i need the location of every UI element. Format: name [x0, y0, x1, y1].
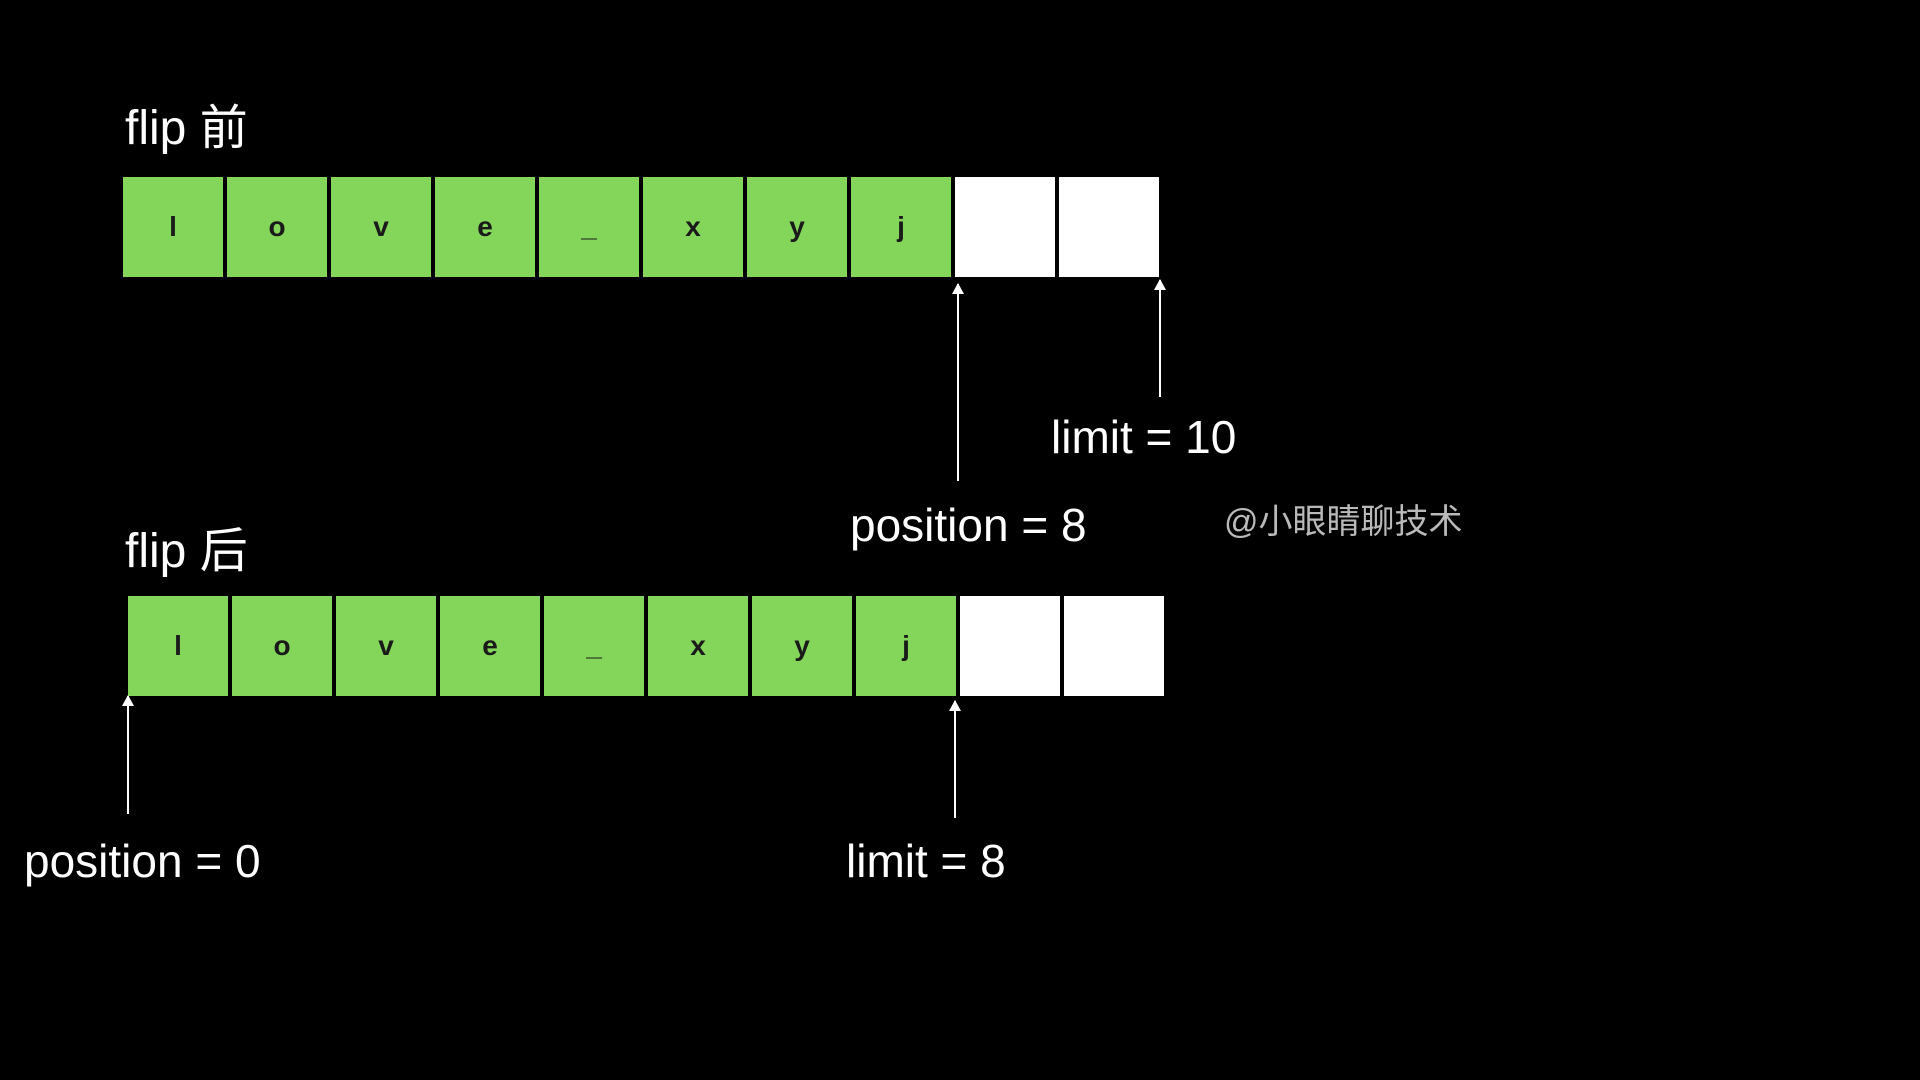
- buffer-cell: o: [232, 596, 332, 696]
- buffer-cell: [960, 596, 1060, 696]
- buffer-cell: x: [648, 596, 748, 696]
- limit-pointer-before-arrow: [1154, 279, 1166, 397]
- limit-pointer-after-arrow: [949, 700, 961, 818]
- before-flip-title: flip 前: [125, 102, 248, 155]
- buffer-cell: [955, 177, 1055, 277]
- position-pointer-before-arrow: [952, 283, 964, 481]
- arrow-up-icon: [949, 700, 961, 711]
- position-label-before: position = 8: [850, 499, 1087, 551]
- buffer-cell: y: [747, 177, 847, 277]
- limit-label-after: limit = 8: [846, 835, 1006, 887]
- buffer-cell: x: [643, 177, 743, 277]
- arrow-up-icon: [122, 695, 134, 706]
- buffer-cell: l: [128, 596, 228, 696]
- buffer-cell: j: [851, 177, 951, 277]
- buffer-cell: _: [544, 596, 644, 696]
- position-label-after: position = 0: [24, 835, 261, 887]
- buffer-cell: y: [752, 596, 852, 696]
- arrow-up-icon: [952, 283, 964, 294]
- watermark: @小眼睛聊技术: [1224, 503, 1463, 541]
- buffer-cell: o: [227, 177, 327, 277]
- arrow-up-icon: [1154, 279, 1166, 290]
- buffer-cell: [1064, 596, 1164, 696]
- limit-label-before: limit = 10: [1051, 411, 1237, 463]
- buffer-cell: l: [123, 177, 223, 277]
- buffer-cell: v: [331, 177, 431, 277]
- buffer-cell: v: [336, 596, 436, 696]
- buffer-cell: [1059, 177, 1159, 277]
- buffer-cell: e: [435, 177, 535, 277]
- position-pointer-after-arrow: [122, 695, 134, 814]
- buffer-cell: j: [856, 596, 956, 696]
- buffer-cell: _: [539, 177, 639, 277]
- after-flip-title: flip 后: [125, 525, 248, 578]
- buffer-cell: e: [440, 596, 540, 696]
